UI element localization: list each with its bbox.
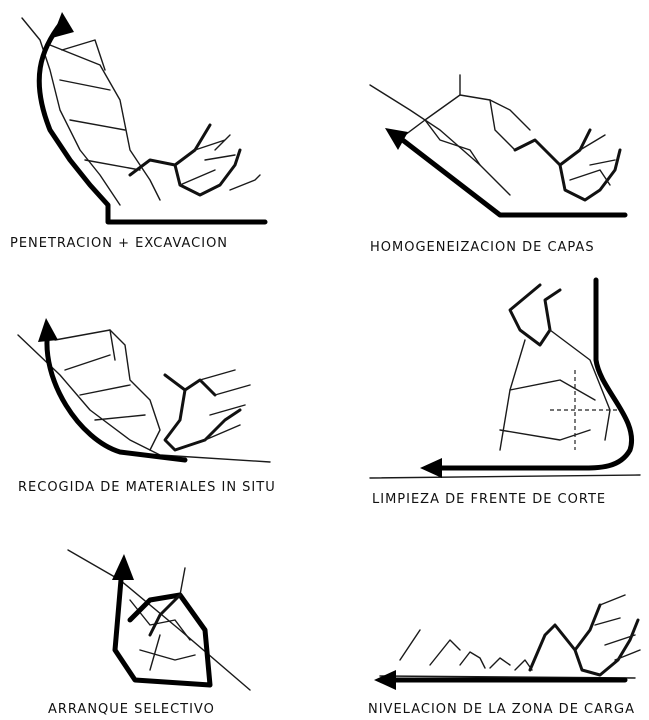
recogida-diagram (0, 300, 300, 472)
panel-penetracion: PENETRACION + EXCAVACION (0, 0, 300, 232)
rock-outline (405, 95, 530, 135)
hidden-fractures (550, 370, 620, 450)
panel-arranque: ARRANQUE SELECTIVO (0, 540, 300, 700)
ground-line (370, 475, 640, 478)
bucket-links (595, 595, 640, 660)
arrow-head-icon (52, 12, 74, 38)
cleanup-path (435, 280, 632, 468)
arranque-diagram (0, 540, 300, 700)
caption-recogida: RECOGIDA DE MATERIALES IN SITU (18, 480, 276, 495)
nivelacion-diagram (360, 540, 649, 700)
rock-fractures (60, 40, 140, 170)
rock-fractures (425, 75, 515, 165)
bucket-links (200, 370, 250, 440)
rock-fractures (65, 330, 145, 420)
caption-limpieza: LIMPIEZA DE FRENTE DE CORTE (372, 492, 606, 507)
caption-penetracion: PENETRACION + EXCAVACION (10, 236, 228, 251)
limpieza-diagram (360, 270, 649, 485)
panel-nivelacion: NIVELACION DE LA ZONA DE CARGA (360, 540, 649, 700)
bucket-arm (575, 620, 638, 675)
rubble-piles (400, 630, 532, 670)
caption-arranque: ARRANQUE SELECTIVO (48, 702, 215, 717)
penetracion-diagram (0, 0, 300, 232)
terrain-line (18, 335, 270, 462)
panel-limpieza: LIMPIEZA DE FRENTE DE CORTE (360, 270, 649, 485)
caption-nivelacion: NIVELACION DE LA ZONA DE CARGA (368, 702, 635, 717)
ground-detail (230, 175, 260, 190)
excavation-path (39, 22, 265, 222)
bucket-outline (130, 125, 210, 175)
arrow-head-icon (374, 670, 396, 690)
selective-path (115, 568, 210, 685)
panel-recogida: RECOGIDA DE MATERIALES IN SITU (0, 300, 300, 472)
panel-homogeneizacion: HOMOGENEIZACION DE CAPAS (330, 0, 649, 232)
caption-homogeneizacion: HOMOGENEIZACION DE CAPAS (370, 240, 595, 255)
arrow-head-icon (420, 458, 442, 478)
bucket-outline (510, 285, 560, 345)
bucket-outline (530, 605, 600, 670)
homogeneizacion-diagram (330, 0, 649, 232)
arrow-head-icon (38, 318, 58, 342)
homogenization-path (400, 138, 625, 215)
rock-spike (180, 568, 185, 595)
bucket-outline (515, 130, 590, 165)
arrow-head-icon (112, 554, 134, 580)
terrain-line (22, 18, 120, 205)
bucket-arm (165, 390, 240, 450)
